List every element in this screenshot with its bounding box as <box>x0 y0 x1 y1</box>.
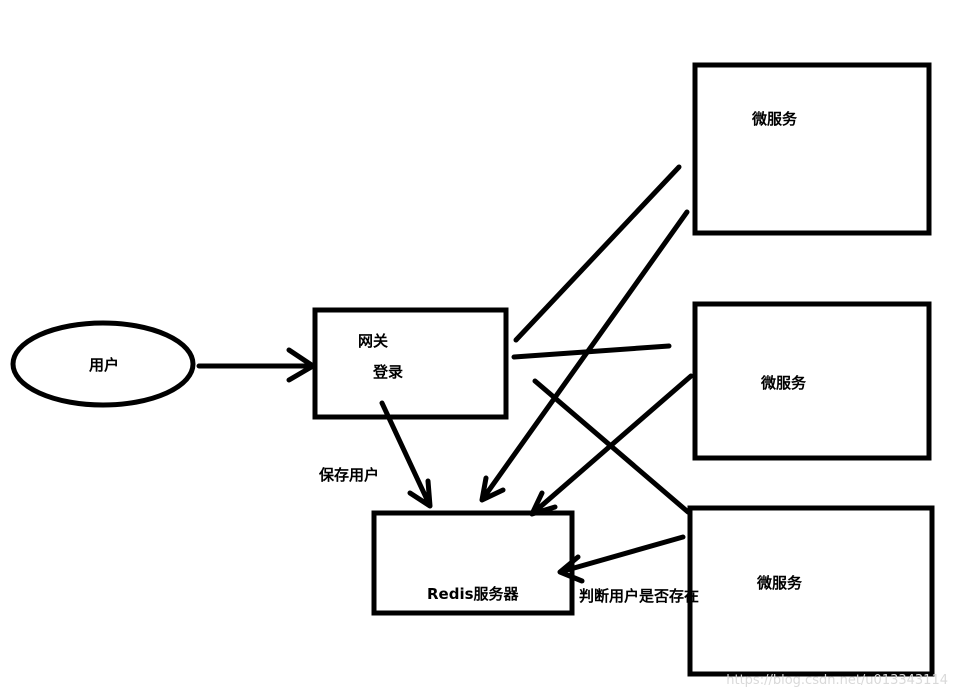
edge-gateway-to-ms2 <box>511 343 672 360</box>
microservice-label-1: 微服务 <box>751 110 798 128</box>
watermark: https://blog.csdn.net/u013343114 <box>726 673 948 688</box>
edge-gateway-to-redis <box>379 400 433 509</box>
edge-gateway-to-ms1 <box>513 164 682 343</box>
edge-user-to-gateway <box>196 347 316 383</box>
user-node <box>10 320 196 408</box>
gateway-login-label: 登录 <box>372 363 403 381</box>
user-label: 用户 <box>89 356 119 374</box>
microservice-node-1 <box>692 62 932 236</box>
gateway-label: 网关 <box>358 332 388 350</box>
save-user-label: 保存用户 <box>318 466 379 484</box>
gateway-node <box>312 307 509 420</box>
edge-ms3-to-redis <box>557 534 686 584</box>
microservice-node-2 <box>692 301 932 461</box>
edge-ms1-to-redis <box>479 209 690 503</box>
edge-gateway-to-ms3 <box>532 378 691 515</box>
microservice-label-2: 微服务 <box>760 374 807 392</box>
microservice-label-3: 微服务 <box>756 574 803 592</box>
check-user-label: 判断用户是否存在 <box>579 587 699 605</box>
microservice-node-3 <box>687 505 935 677</box>
redis-label: Redis服务器 <box>427 585 520 603</box>
